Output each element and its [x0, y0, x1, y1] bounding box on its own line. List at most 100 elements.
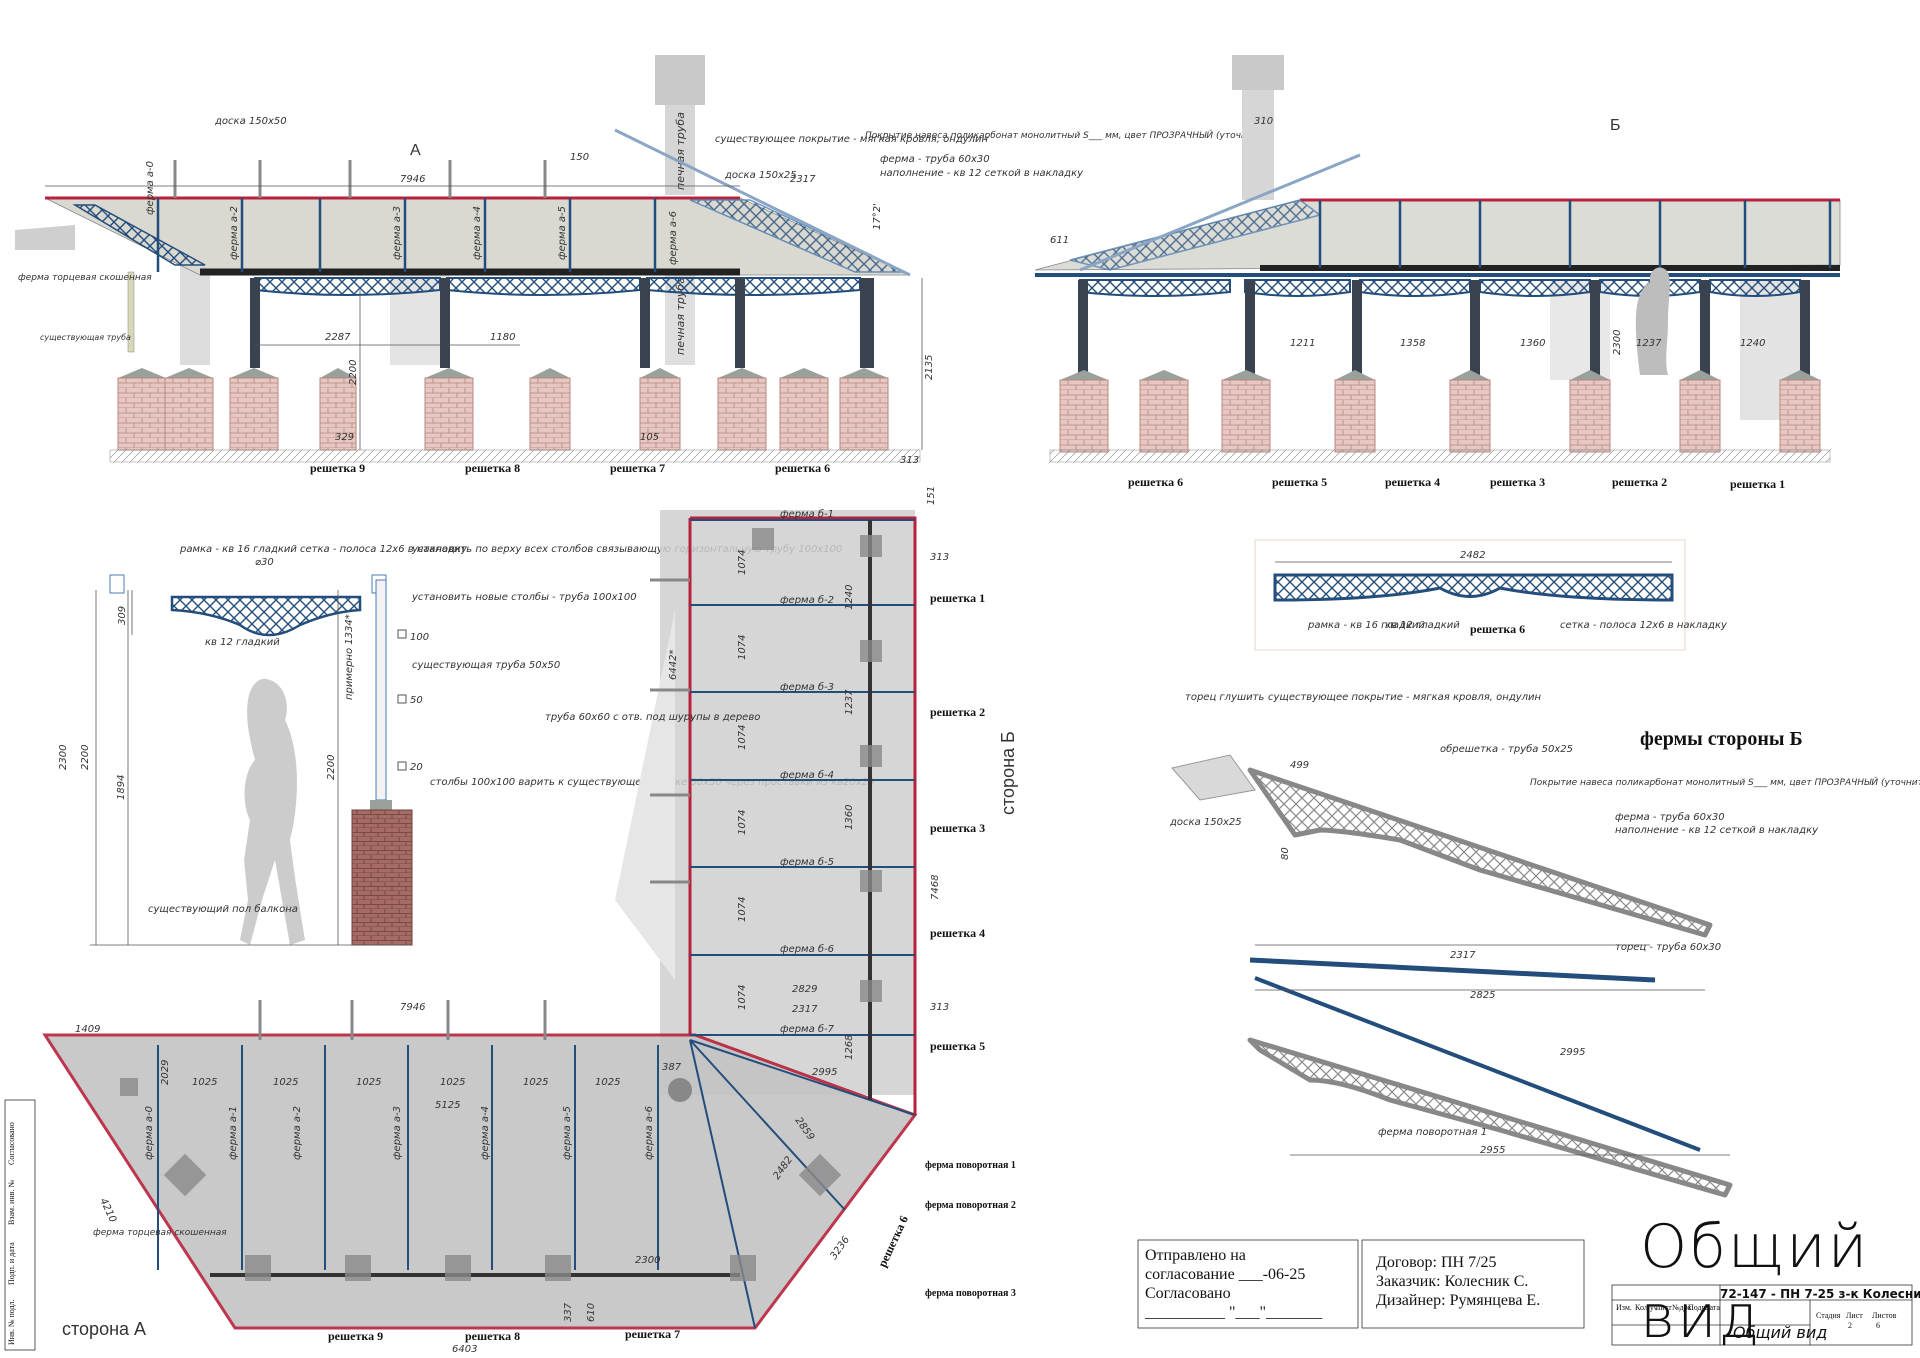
dim-a-angle: 17°2' — [872, 203, 883, 230]
plan-pillar-7 — [120, 1078, 138, 1096]
stamp-approval-date: согласование ___-06-25 — [1145, 1266, 1306, 1283]
plan-truss-label-b6: ферма б-6 — [780, 943, 834, 955]
stamp-col-5: Дата — [1704, 1303, 1720, 1312]
grille6-mesh-note: сетка - полоса 12х6 в накладку — [1560, 620, 1728, 631]
plan-grille-b6: решетка 6 — [875, 1213, 911, 1269]
arch-grille-b-2 — [1244, 279, 1351, 297]
plan-pillar-12 — [545, 1255, 571, 1281]
plan-pillar-2 — [860, 535, 882, 557]
note-existing-pipe: существующая труба — [40, 333, 131, 342]
grille6-width: 2482 — [1460, 550, 1485, 561]
grille-label-b-2: решетка 2 — [1612, 475, 1667, 489]
plan-dim-7946: 7946 — [400, 1002, 425, 1013]
plan-pillar-3 — [860, 640, 882, 662]
trusses-b-lath: обрешетка - труба 50х25 — [1440, 743, 1573, 755]
arch-grille-a-2 — [446, 277, 641, 296]
plan-dim-610: 610 — [586, 1303, 597, 1322]
grille-label-a-6: решетка 6 — [775, 461, 830, 475]
dim-a-150: 150 — [570, 152, 589, 163]
detail-note-bar: кв 12 гладкий — [205, 637, 280, 648]
plan-truss-label-a2: ферма а-2 — [292, 1106, 303, 1160]
plan-dim-2317: 2317 — [792, 1004, 818, 1015]
trusses-b-d2825: 2825 — [1470, 990, 1495, 1001]
stamp-contract-box — [1361, 1239, 1585, 1329]
dim-a-329: 329 — [335, 432, 354, 443]
truss-label-a6: ферма а-6 — [668, 211, 679, 265]
detail-note-exist-pipe: существующая труба 50х50 — [412, 659, 560, 671]
post-b-5 — [1590, 280, 1600, 375]
plan-dim-1074-5: 1074 — [737, 897, 748, 922]
stamp-sheet: Лист — [1846, 1311, 1863, 1320]
detail-note-mesh: сетка - полоса 12х6 в накладку — [300, 544, 468, 555]
brick-pillars-b — [1059, 370, 1821, 453]
chimney-top — [655, 55, 705, 105]
detail-dim-2200: 2200 — [80, 745, 91, 770]
plan-shadow — [615, 610, 675, 980]
plan-dim-1074-2: 1074 — [737, 635, 748, 660]
grille-label-a-7: решетка 7 — [610, 461, 665, 475]
trusses-b-turn: ферма поворотная 1 — [1378, 1127, 1487, 1138]
elevation-b-title: Б — [1610, 117, 1621, 134]
grille6-bar-note: кв 12 гладкий — [1385, 620, 1460, 631]
grille6-detail: 2482 рамка - кв 16 гладкий кв 12 гладкий… — [1254, 539, 1728, 651]
elevation-a-title: А — [410, 142, 421, 159]
stamp-approval: Отправлено на согласование ___-06-25 Сог… — [1145, 1246, 1322, 1322]
plan-dim-4210: 4210 — [97, 1197, 118, 1225]
trusses-b-d2317: 2317 — [1450, 950, 1476, 961]
detail-brick-pillar — [351, 809, 413, 946]
plan-dim-387: 387 — [662, 1062, 682, 1073]
arch-grille-b-6 — [1709, 279, 1801, 297]
dim-b-1237: 1237 — [1636, 338, 1662, 349]
big-title: Общий вид — [1640, 1212, 1870, 1352]
plan-pillar-4 — [860, 745, 882, 767]
plan-pillar-8 — [163, 1153, 207, 1197]
plan-truss-label-a3: ферма а-3 — [392, 1106, 403, 1160]
plan-grille-b4: решетка 4 — [930, 926, 985, 940]
dim-a-105: 105 — [640, 432, 659, 443]
stamp-sheet-no: 2 — [1848, 1321, 1852, 1330]
post-detail: рамка - кв 16 гладкий ⌀30 сетка - полоса… — [58, 543, 874, 946]
ground-b — [1049, 449, 1831, 463]
plan-side-a-roof — [42, 1033, 918, 1330]
detail-note-frame: рамка - кв 16 гладкий — [179, 544, 297, 555]
trusses-b-end-pipe: торец - труба 60х30 — [1615, 941, 1721, 953]
post-a-4 — [735, 278, 745, 368]
dim-b-611: 611 — [1050, 235, 1069, 246]
stamp-code: 72-147 - ПН 7-25 з-к Колесник С - НАВЕС — [1720, 1287, 1920, 1301]
plan-dim-1409: 1409 — [75, 1024, 100, 1035]
elevation-a: А печная труба печная труба — [15, 55, 1267, 475]
plan-pillar-9 — [245, 1255, 271, 1281]
plan-pillar-5 — [860, 870, 882, 892]
plan-side-b-roof — [660, 510, 915, 1095]
note-board2: доска 150х25 — [724, 170, 797, 181]
plan-dim-1025-3: 1025 — [356, 1077, 381, 1088]
end-truss-left — [72, 204, 206, 266]
plan-dim-313: 313 — [930, 552, 949, 563]
stamp-approval-box — [1137, 1239, 1359, 1329]
stamp-sheet-name: Общий вид — [1733, 1323, 1827, 1342]
grille-label-b-4: решетка 4 — [1385, 475, 1440, 489]
plan-dim-7468: 7468 — [930, 875, 941, 900]
truss-label-a3: ферма а-3 — [392, 206, 403, 260]
dim-a-2135: 2135 — [924, 355, 935, 380]
stamp-title-box — [1611, 1284, 1913, 1346]
dim-a-2200: 2200 — [348, 360, 359, 385]
plan-grille-b3: решетка 3 — [930, 821, 985, 835]
stamp-sheets-no: 6 — [1876, 1321, 1880, 1330]
detail-note-diam: ⌀30 — [255, 557, 274, 568]
existing-pipe — [127, 271, 135, 353]
chimney-b-top — [1232, 55, 1284, 90]
detail-note-new-posts: установить новые столбы - труба 100х100 — [411, 591, 637, 603]
post-a-5 — [860, 278, 874, 368]
stamp-left-col-3: Инв. № подл. — [7, 1299, 16, 1345]
stamp-designer: Дизайнер: Румянцева Е. — [1376, 1292, 1541, 1309]
dim-a-313: 313 — [900, 455, 919, 466]
plan-truss-label-b4: ферма б-4 — [780, 769, 834, 781]
arch-grille-a-3 — [646, 277, 861, 296]
truss-b-side — [1247, 767, 1713, 938]
arch-grille-b-1 — [1079, 279, 1231, 297]
plan-dim-6403: 6403 — [452, 1344, 477, 1355]
dim-b-2300: 2300 — [1612, 330, 1623, 355]
plan-grille-b5: решетка 5 — [930, 1039, 985, 1053]
plan-turn-1: ферма поворотная 1 — [925, 1160, 1016, 1171]
